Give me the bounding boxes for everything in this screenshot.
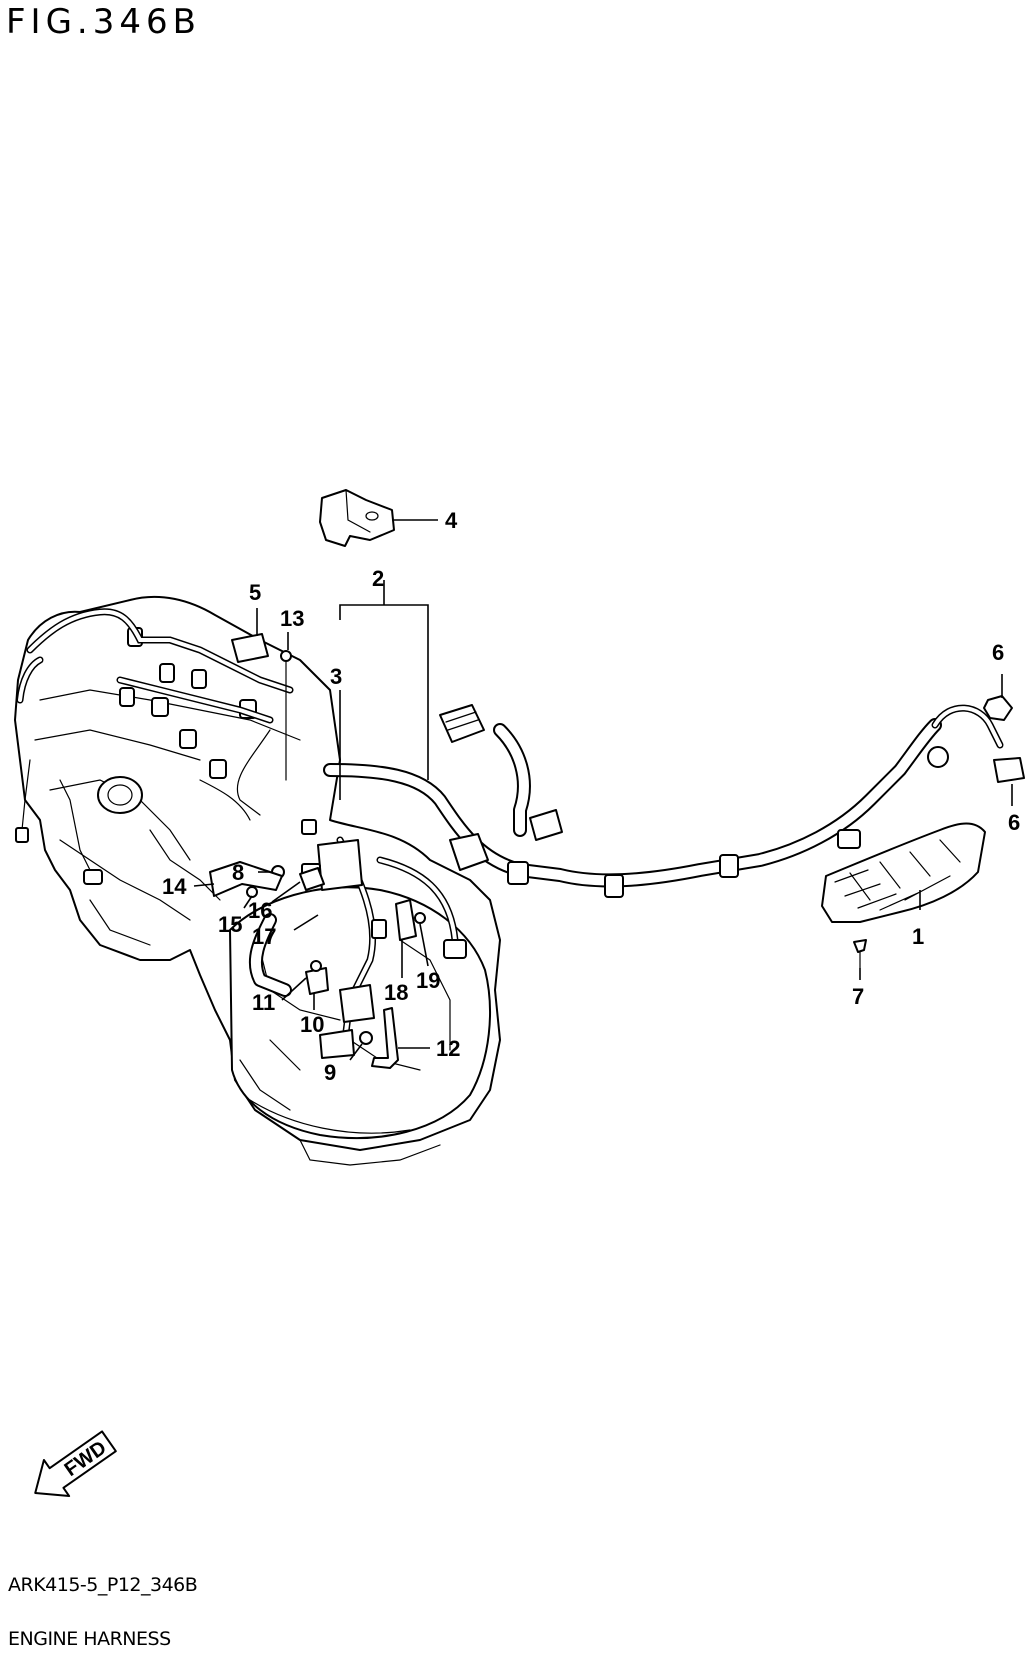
callout-5: 5 bbox=[249, 580, 261, 605]
part-4-connector-cover bbox=[319, 489, 395, 547]
callout-1: 1 bbox=[912, 924, 924, 949]
part-5-cover bbox=[231, 633, 269, 663]
diagram-code: ARK415-5_P12_346B bbox=[8, 1574, 198, 1596]
callout-labels: 4 2 3 5 13 6 6 1 7 8 14 15 16 17 11 10 1… bbox=[162, 508, 1020, 1085]
engine-harness-wiring bbox=[15, 608, 294, 885]
callout-10: 10 bbox=[300, 1012, 324, 1037]
callout-6-upper: 6 bbox=[992, 640, 1004, 665]
diagram-name: ENGINE HARNESS bbox=[8, 1628, 171, 1650]
part-6-cap-lower bbox=[993, 757, 1025, 783]
figure-title: FIG.346B bbox=[6, 2, 201, 42]
callout-19: 19 bbox=[416, 968, 440, 993]
part-16-clamp bbox=[299, 867, 325, 891]
callout-2: 2 bbox=[372, 566, 384, 591]
part-6-cap-upper bbox=[983, 695, 1013, 721]
callout-18: 18 bbox=[384, 980, 408, 1005]
callout-14: 14 bbox=[162, 874, 187, 899]
callout-17: 17 bbox=[252, 924, 276, 949]
center-harness-bundle bbox=[248, 819, 467, 1059]
main-harness-run bbox=[323, 704, 1004, 898]
callout-6-lower: 6 bbox=[1008, 810, 1020, 835]
callout-8: 8 bbox=[232, 860, 244, 885]
callout-11: 11 bbox=[252, 990, 275, 1015]
part-14-bracket bbox=[209, 861, 283, 897]
callout-3: 3 bbox=[330, 664, 342, 689]
fwd-arrow-badge: FWD bbox=[34, 1430, 117, 1498]
part-15-bolt bbox=[246, 886, 258, 898]
part-18-bracket bbox=[395, 899, 417, 941]
callout-7: 7 bbox=[852, 984, 864, 1009]
part-9-bolt bbox=[280, 650, 292, 781]
callout-16: 16 bbox=[248, 898, 272, 923]
part-1-protector-cover bbox=[821, 822, 986, 923]
callout-15: 15 bbox=[218, 912, 242, 937]
callout-13: 9 bbox=[324, 1060, 336, 1085]
part-7-clip bbox=[853, 939, 867, 969]
part-12-bracket bbox=[371, 1007, 399, 1069]
part-10-bracket bbox=[305, 960, 329, 995]
callout-4: 4 bbox=[445, 508, 458, 533]
callout-12: 12 bbox=[436, 1036, 460, 1061]
leader-lines bbox=[193, 519, 1013, 1061]
part-13-bolt bbox=[359, 1031, 373, 1045]
part-19-bolt bbox=[414, 912, 426, 924]
callout-9: 13 bbox=[280, 606, 304, 631]
